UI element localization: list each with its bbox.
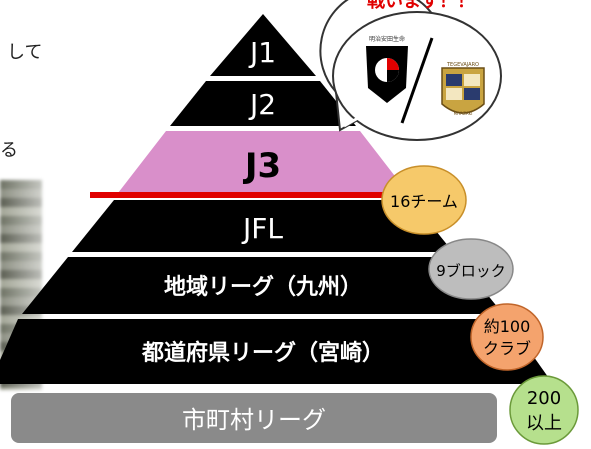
pyramid-level-prefectural	[0, 319, 553, 384]
logo-divider-slash	[400, 37, 434, 124]
jleague-sponsor-tag: 明治安田生命	[369, 35, 405, 43]
pyramid-level-municipal	[11, 393, 497, 443]
left-text-fragment-1: して	[7, 42, 43, 63]
level-label-regional: 地域リーグ（九州）	[164, 274, 362, 300]
badge-100-clubs-line2: クラブ	[483, 339, 531, 358]
jleague-emblem-red	[387, 58, 399, 70]
speech-header-text: 戦います！！	[367, 0, 475, 12]
tegevajaro-crest: TEGEVAJARO MIYAZAKI	[441, 62, 485, 116]
badge-200-plus-line2: 以上	[526, 413, 562, 434]
crest-quadrant-2	[464, 74, 480, 86]
badge-200-plus: 200 以上	[509, 375, 579, 445]
jleague-emblem-black	[387, 70, 399, 82]
left-text-fragment-2: る	[0, 140, 18, 161]
crest-bottom-text: MIYAZAKI	[454, 111, 473, 116]
crest-quadrant-4	[464, 88, 480, 100]
badge-200-plus-line1: 200	[527, 388, 561, 409]
badge-100-clubs: 約100 クラブ	[470, 303, 544, 371]
pyramid-level-j2	[170, 81, 356, 126]
crest-top-text: TEGEVAJARO	[446, 62, 479, 68]
badge-16-teams: 16チーム	[381, 165, 467, 235]
crest-quadrant-1	[446, 74, 462, 86]
jleague-logo: 明治安田生命	[366, 35, 408, 103]
pyramid-level-jfl	[72, 200, 453, 252]
badge-16-teams-label: 16チーム	[390, 192, 458, 211]
pyramid-level-j1	[210, 14, 316, 76]
level-label-j2: J2	[248, 88, 276, 121]
j3-threshold-line	[90, 192, 392, 198]
level-label-municipal: 市町村リーグ	[182, 406, 326, 434]
level-label-prefectural: 都道府県リーグ（宮崎）	[141, 340, 384, 366]
pyramid-level-j3	[118, 131, 408, 193]
crest-quadrant-3	[446, 88, 462, 100]
badge-100-clubs-line1: 約100	[484, 317, 531, 336]
badge-9-blocks-label: 9ブロック	[436, 262, 506, 280]
speech-bubble-seam	[343, 108, 373, 128]
pyramid-level-regional	[22, 257, 503, 314]
level-label-j3: J3	[243, 146, 281, 186]
level-label-jfl: JFL	[241, 212, 283, 245]
badge-9-blocks: 9ブロック	[428, 238, 514, 300]
level-label-j1: J1	[248, 36, 276, 69]
